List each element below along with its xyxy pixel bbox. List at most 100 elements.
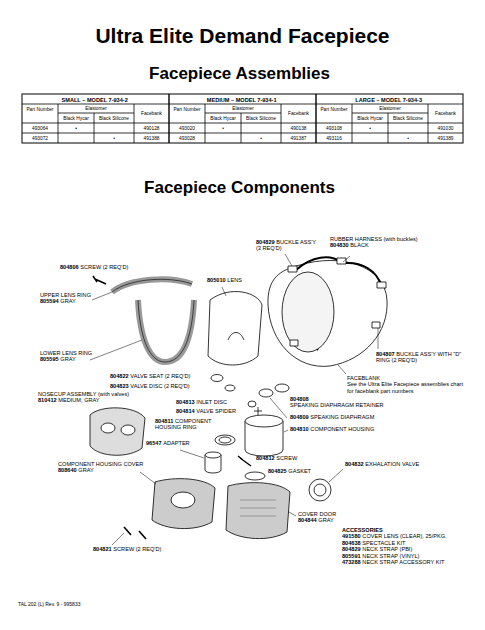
part-label: INLET DISC [196, 399, 227, 405]
part-number: 804638 [342, 540, 361, 546]
section-heading-group: Facepiece Components [0, 178, 482, 198]
table-cell-group: 493020 [169, 126, 205, 132]
table-header: Black Silicone [94, 116, 134, 122]
table-header: Black Silicone [241, 116, 281, 122]
part-number: 804832 [345, 461, 364, 467]
table-cell-group: 493064 [22, 126, 58, 132]
table-cell-group: 491030 [428, 126, 463, 132]
nosecup [90, 408, 145, 455]
part-label: SCREW (2 REQ'D) [80, 264, 128, 270]
callout-group: 804809SPEAKING DIAPHRAGM [290, 414, 390, 420]
part-number: 804812 [256, 455, 275, 461]
table-cell-group: 491388 [134, 136, 169, 142]
table-cell: • [352, 126, 388, 132]
callout-group: 804823VALVE DISC (2 REQ'D) [110, 383, 225, 389]
part-number: 804810 [290, 426, 309, 432]
table-header: Facebank [134, 111, 169, 117]
callout-group: 804821SCREW (2 REQ'D) [93, 546, 193, 552]
part-label: VALVE SPIDER [196, 408, 236, 414]
table-header: Part Number [22, 107, 58, 113]
part-label: ADAPTER [163, 440, 189, 446]
part-label: SPEAKING DIAPHRAGM RETAINER [290, 402, 400, 408]
table-header: Part Number [316, 107, 352, 113]
table-cell: • [388, 136, 428, 142]
callout-group: 804807BUCKLE ASS'Y WITH "D" RING (2 REQ'… [376, 351, 476, 364]
part-number: 804806 [60, 264, 79, 270]
part-label: SCREW (2 REQ'D) [113, 546, 161, 552]
part-number: 804823 [110, 383, 129, 389]
part-label: RUBBER HARNESS (with buckles) [330, 236, 422, 242]
part-number: 804821 [93, 546, 112, 552]
table-header-group: Elastomer [352, 106, 428, 112]
table-header: Black Hycar [352, 116, 388, 122]
callout-group: NOSECUP ASSEMBLY (with valves)810412MEDI… [38, 391, 138, 404]
table-header-group: Black Hycar [352, 116, 388, 122]
part-number: 473288 [342, 559, 361, 565]
part-number: 491580 [342, 533, 361, 539]
table-cell: • [241, 136, 281, 142]
part-label: COMPONENT HOUSING COVER [58, 461, 153, 467]
part-number: 805595 [40, 356, 59, 362]
part-number: 805010 [207, 277, 226, 283]
callout-group: 804810COMPONENT HOUSING [290, 426, 390, 432]
table-cell: • [58, 126, 94, 132]
callout-group: 804825GASKET [268, 468, 328, 474]
part-label: NOSECUP ASSEMBLY (with valves) [38, 391, 138, 397]
table-cell-group: • [94, 136, 134, 142]
table-header: Elastomer [58, 106, 134, 112]
table-cell: • [94, 136, 134, 142]
table-cell: 493020 [169, 126, 205, 132]
callout-group: 804813INLET DISC [176, 399, 246, 405]
table-header-group: Black Hycar [205, 116, 241, 122]
part-label: COVER LENS (CLEAR), 25/PKG. [362, 533, 446, 539]
table-header-group: Elastomer [58, 106, 134, 112]
part-label: See the Ultra Elite Facepiece assemblies… [347, 381, 465, 394]
callout-group: COVER DOOR804844GRAY [298, 511, 340, 524]
part-number: 804808 [290, 396, 398, 402]
part-label: LOWER LENS RING [40, 350, 110, 356]
part-label: GRAY [60, 356, 75, 362]
callout-group: 804814VALVE SPIDER [176, 408, 246, 414]
part-label: MEDIUM, GRAY [58, 397, 99, 403]
table-cell-group: 493116 [316, 136, 352, 142]
table-cell: 491389 [428, 136, 463, 142]
table-header-group: Black Silicone [94, 116, 134, 122]
page-title: Ultra Elite Demand Facepiece [0, 24, 485, 48]
part-label: LENS [227, 277, 242, 283]
table-header: Black Hycar [205, 116, 241, 122]
part-number: 96547 [146, 440, 162, 446]
part-number: 804811 [155, 418, 173, 424]
part-number: 810412 [38, 397, 57, 403]
table-header-group: Facebank [134, 111, 169, 117]
table-cell: 490138 [281, 126, 316, 132]
table-cell-group: 490128 [134, 126, 169, 132]
table-header-group: Black Hycar [58, 116, 94, 122]
table-cell: 493064 [22, 126, 58, 132]
part-number: ACCESSORIES [342, 527, 476, 533]
part-label: SPEAKING DIAPHRAGM [310, 414, 374, 420]
part-label: NECK STRAP ACCESSORY KIT [362, 559, 444, 565]
table-header-group: SMALL – MODEL 7-934-2 [22, 97, 169, 103]
part-number: 805591 [342, 553, 361, 559]
part-number: 804822 [110, 373, 129, 379]
callout-group: 805010LENS [207, 277, 267, 283]
part-label: COMPONENT HOUSING [310, 426, 374, 432]
callout-group: 804812SCREW [256, 455, 316, 461]
part-number: 804809 [290, 414, 309, 420]
callout-group: 804811COMPONENT HOUSING RING [155, 418, 237, 431]
part-number: 804825 [268, 468, 287, 474]
document-code: TAL 202 (L) Rev. 9 - 995833 [18, 601, 80, 607]
part-label: GASKET [288, 468, 311, 474]
table-header-group: MEDIUM – MODEL 7-934-1 [169, 97, 316, 103]
table-header: Facebank [281, 111, 316, 117]
part-label: SCREW [276, 455, 297, 461]
table-cell-group: 491389 [428, 136, 463, 142]
table-cell-group: • [241, 136, 281, 142]
table-header: Black Hycar [58, 116, 94, 122]
part-label: VALVE SEAT (2 REQ'D) [130, 373, 190, 379]
leader-lines [90, 254, 378, 545]
part-label: GRAY [78, 467, 93, 473]
part-label: SPECTACLE KIT [362, 540, 405, 546]
part-label: COVER DOOR [298, 511, 340, 517]
part-number: 804844 [298, 517, 317, 523]
